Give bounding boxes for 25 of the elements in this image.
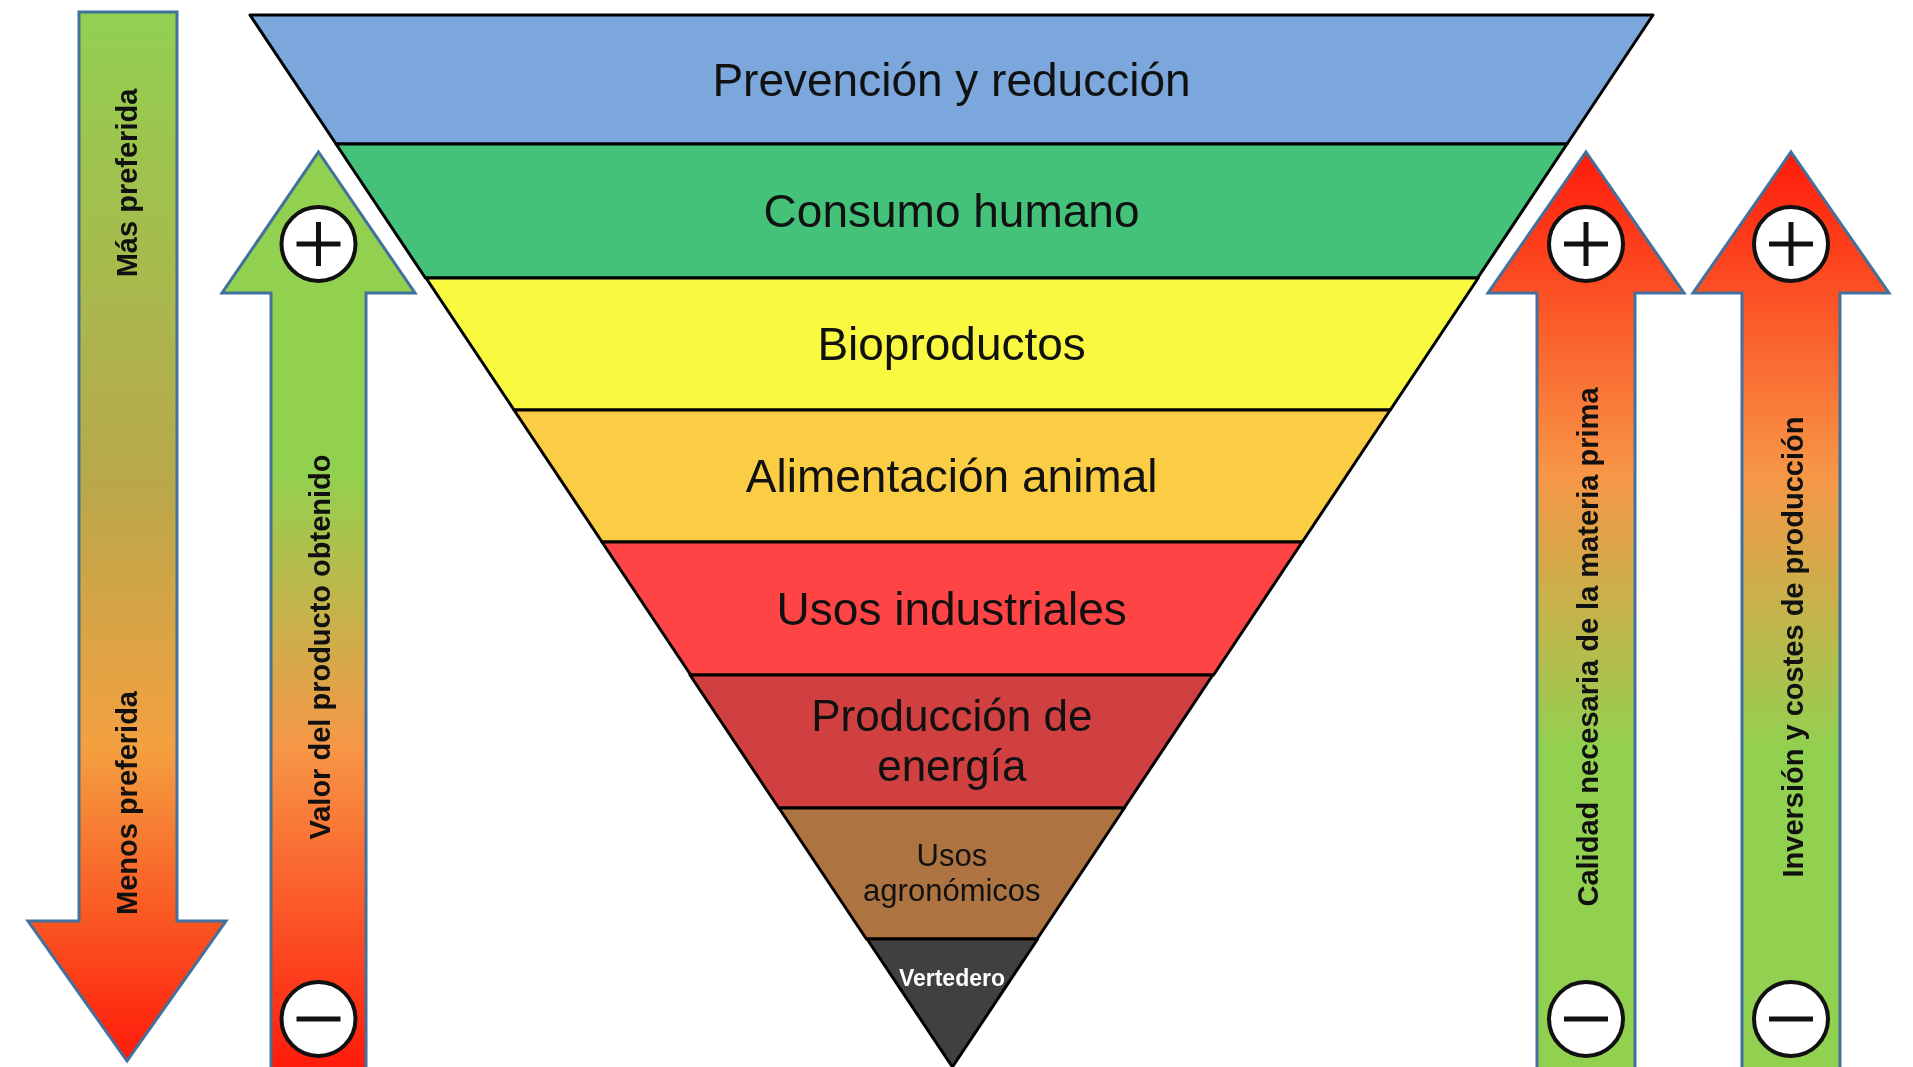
level-label: Prevención y reducción	[711, 53, 1192, 106]
arrow-label: Menos preferida	[110, 691, 144, 915]
hierarchy-level	[779, 808, 1125, 939]
scale-indicator	[28, 12, 226, 1061]
hierarchy-level	[866, 939, 1038, 1067]
hierarchy-level	[690, 675, 1214, 808]
level-label: Alimentación animal	[744, 449, 1159, 503]
arrow-label: Calidad necesaria de la materia prima	[1571, 387, 1605, 907]
level-label: Usos industriales	[775, 582, 1128, 635]
arrow-label: Más preferida	[110, 88, 144, 278]
level-label: Usos agronómicos	[862, 837, 1042, 910]
hierarchy-level	[250, 15, 1653, 144]
scale-indicator	[1488, 152, 1684, 1067]
level-label: Vertedero	[897, 965, 1006, 992]
level-label: Producción de energía	[810, 690, 1094, 793]
scale-indicator	[1693, 152, 1889, 1067]
scale-indicator	[222, 152, 415, 1067]
hierarchy-level	[336, 144, 1568, 278]
arrow-label: Valor del producto obtenido	[303, 454, 337, 840]
level-label: Consumo humano	[762, 184, 1141, 238]
arrow-label: Inversión y costes de producción	[1776, 416, 1810, 878]
hierarchy-level	[513, 410, 1390, 542]
level-label: Bioproductos	[816, 317, 1087, 371]
hierarchy-level	[425, 278, 1478, 410]
hierarchy-level	[601, 542, 1302, 675]
